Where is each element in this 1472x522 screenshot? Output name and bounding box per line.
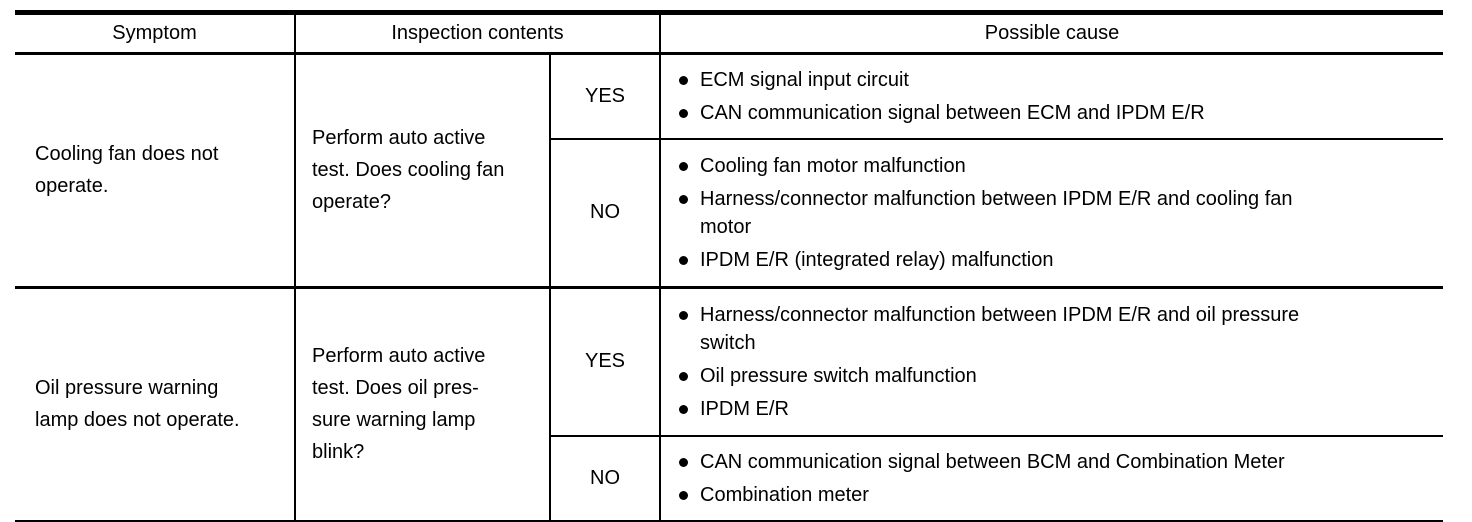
cause-item: IPDM E/R (integrated relay) malfunction (679, 246, 1433, 274)
cause-text: IPDM E/R (700, 397, 789, 420)
cause-item: Oil pressure switch malfunction (679, 362, 1433, 390)
cause-item: CAN communication signal between BCM and… (679, 448, 1433, 476)
bullet-icon (679, 491, 688, 500)
cause-item: IPDM E/R (679, 395, 1433, 423)
column-header-symptom: Symptom (15, 12, 295, 55)
cause-text: Oil pressure switch malfunction (700, 364, 977, 387)
causes-cell: ECM signal input circuit CAN communicati… (659, 53, 1443, 139)
answer-cell-no: NO (549, 138, 660, 287)
cause-text: Harness/connector malfunction between IP… (700, 187, 1293, 238)
causes-cell: CAN communication signal between BCM and… (659, 435, 1443, 522)
table-row: NO CAN communication signal between BCM … (15, 435, 1443, 522)
bullet-icon (679, 255, 688, 265)
cause-text: IPDM E/R (integrated relay) malfunction (700, 248, 1054, 271)
answer-cell-yes: YES (549, 53, 660, 139)
bullet-icon (679, 109, 688, 118)
cause-item: Harness/connector malfunction between IP… (679, 185, 1433, 241)
table-row: NO Cooling fan motor malfunction Harness… (15, 138, 1443, 287)
cause-item: Cooling fan motor malfunction (679, 152, 1433, 180)
cause-item: CAN communication signal between ECM and… (679, 99, 1433, 127)
cause-text: CAN communication signal between BCM and… (700, 451, 1285, 473)
cause-item: Harness/connector malfunction between IP… (679, 301, 1433, 357)
symptom-cell-cooling-fan: Cooling fan does not operate. (35, 143, 219, 198)
header-row: Symptom Inspection contents Possible cau… (15, 12, 1443, 55)
inspection-cell-cooling-fan: Perform auto active test. Does cooling f… (294, 53, 550, 287)
table-row: Oil pressure warning lamp does not opera… (15, 285, 1443, 522)
cause-text: ECM signal input circuit (700, 69, 909, 91)
cause-item: Combination meter (679, 481, 1433, 509)
diagnosis-table: Symptom Inspection contents Possible cau… (15, 10, 1443, 522)
bullet-icon (679, 76, 688, 85)
cause-text: CAN communication signal between ECM and… (700, 102, 1205, 124)
column-header-inspection: Inspection contents (294, 12, 660, 55)
bullet-icon (679, 161, 688, 171)
symptom-cell-oil-pressure: Oil pressure warning lamp does not opera… (15, 285, 295, 522)
causes-cell: Harness/connector malfunction between IP… (659, 285, 1443, 436)
bullet-icon (679, 194, 688, 204)
causes-cell: Cooling fan motor malfunction Harness/co… (659, 138, 1443, 287)
inspection-cell-oil-pressure: Perform auto active test. Does oil pres-… (294, 285, 550, 522)
cause-text: Cooling fan motor malfunction (700, 154, 966, 177)
bullet-icon (679, 458, 688, 467)
answer-cell-yes: YES (549, 285, 660, 436)
column-header-possible-cause: Possible cause (659, 12, 1443, 55)
bullet-icon (679, 404, 688, 414)
answer-cell-no: NO (549, 435, 660, 522)
table-row: Cooling fan does not operate. Perform au… (15, 53, 1443, 287)
cause-text: Combination meter (700, 484, 869, 506)
cause-item: ECM signal input circuit (679, 66, 1433, 94)
bullet-icon (679, 371, 688, 381)
bullet-icon (679, 310, 688, 320)
cause-text: Harness/connector malfunction between IP… (700, 303, 1300, 354)
